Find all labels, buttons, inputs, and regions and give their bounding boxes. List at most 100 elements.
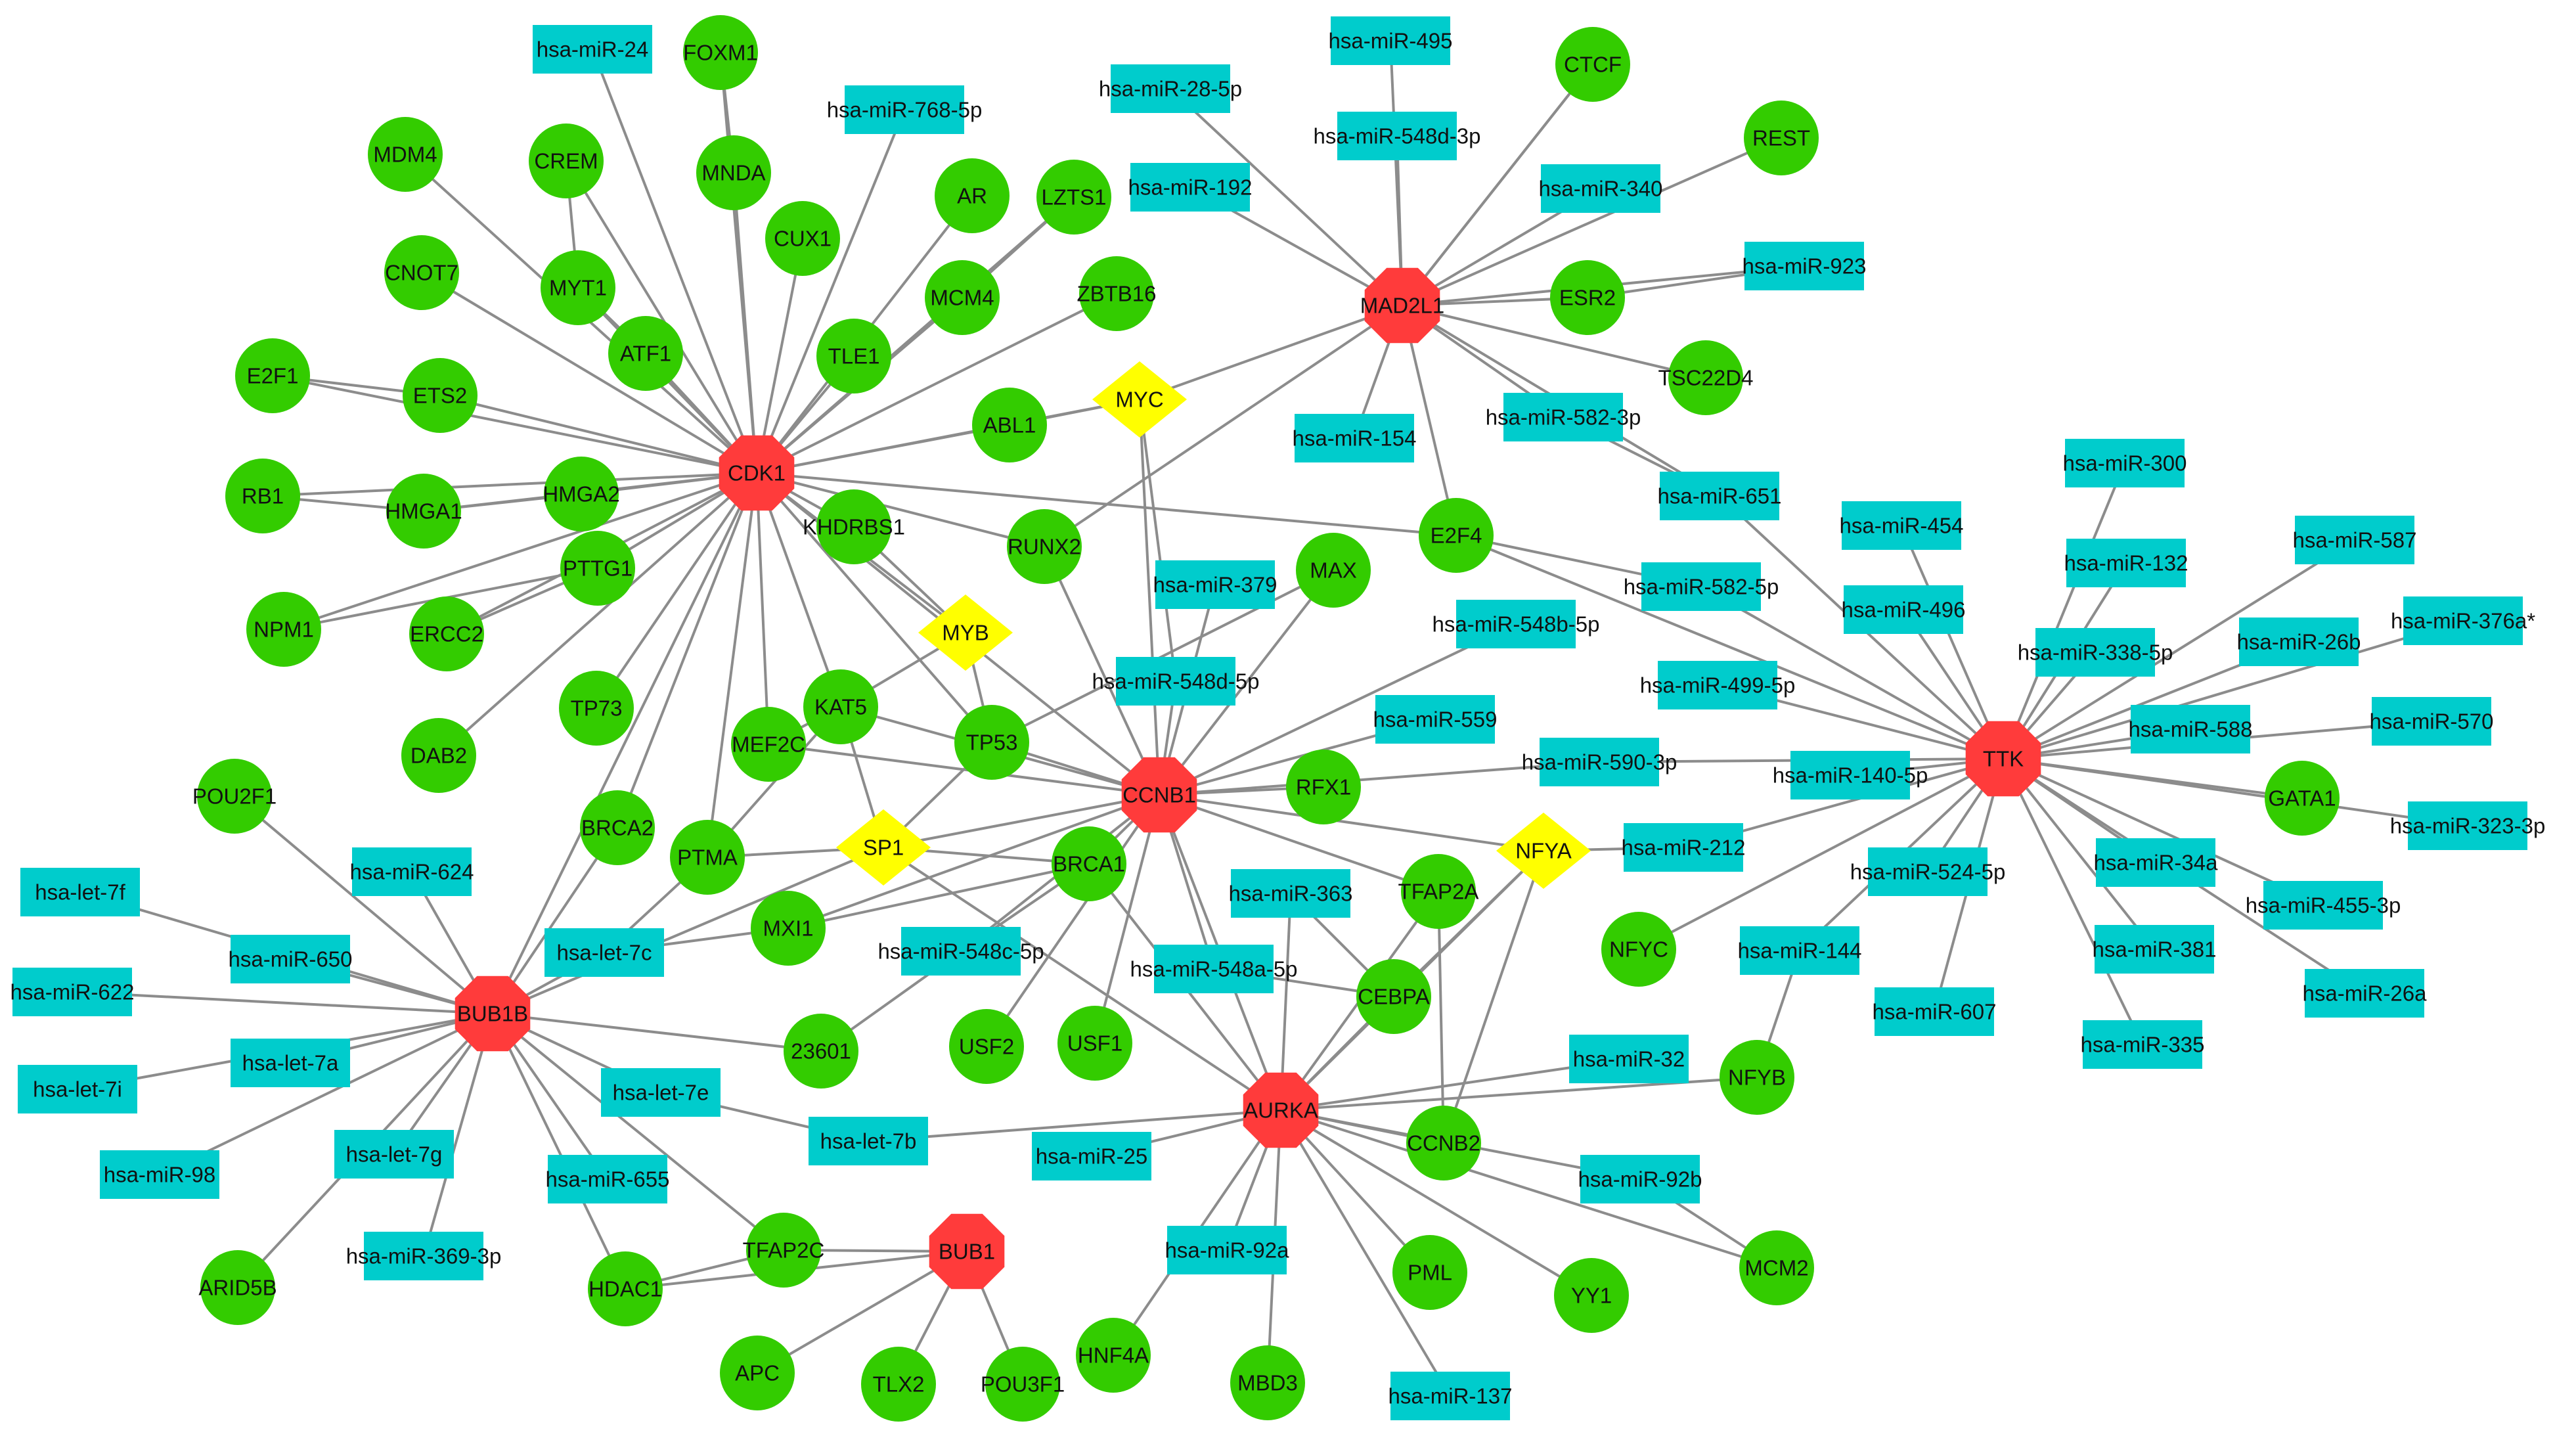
node-ccnb2[interactable]: CCNB2 — [1406, 1106, 1481, 1180]
node-hsa-mir-154[interactable]: hsa-miR-154 — [1293, 414, 1417, 462]
node-rfx1[interactable]: RFX1 — [1286, 750, 1361, 824]
node-hsa-mir-376a-star[interactable]: hsa-miR-376a* — [2391, 596, 2535, 645]
node-hsa-mir-587[interactable]: hsa-miR-587 — [2293, 516, 2417, 564]
node-hsa-mir-548a-5p[interactable]: hsa-miR-548a-5p — [1130, 945, 1298, 993]
node-hsa-let-7g[interactable]: hsa-let-7g — [334, 1130, 454, 1179]
node-hsa-mir-137[interactable]: hsa-miR-137 — [1388, 1372, 1513, 1420]
node-max[interactable]: MAX — [1296, 533, 1371, 608]
node-cebpa[interactable]: CEBPA — [1356, 959, 1431, 1034]
node-mxi1[interactable]: MXI1 — [751, 891, 826, 966]
node-ttk[interactable]: TTK — [1965, 721, 2041, 797]
node-hsa-let-7e[interactable]: hsa-let-7e — [601, 1068, 721, 1117]
node-ccnb1[interactable]: CCNB1 — [1121, 757, 1197, 833]
node-hsa-mir-335[interactable]: hsa-miR-335 — [2081, 1020, 2205, 1069]
node-hsa-mir-548d-3p[interactable]: hsa-miR-548d-3p — [1314, 112, 1481, 160]
node-pttg1[interactable]: PTTG1 — [560, 531, 635, 606]
node-sp1[interactable]: SP1 — [836, 809, 931, 886]
node-hsa-let-7a[interactable]: hsa-let-7a — [231, 1039, 350, 1087]
node-hsa-mir-140-5p[interactable]: hsa-miR-140-5p — [1773, 751, 1928, 799]
node-tp53[interactable]: TP53 — [954, 705, 1029, 780]
node-npm1[interactable]: NPM1 — [246, 592, 321, 667]
node-hsa-mir-496[interactable]: hsa-miR-496 — [1842, 585, 1966, 634]
node-tp73[interactable]: TP73 — [559, 671, 634, 746]
node-pou3f1[interactable]: POU3F1 — [981, 1347, 1065, 1422]
node-hsa-mir-590-3p[interactable]: hsa-miR-590-3p — [1522, 738, 1677, 786]
node-tlx2[interactable]: TLX2 — [861, 1347, 936, 1422]
node-usf1[interactable]: USF1 — [1057, 1006, 1132, 1081]
node-tle1[interactable]: TLE1 — [816, 319, 891, 393]
node-mcm4[interactable]: MCM4 — [925, 260, 1000, 335]
node-hsa-mir-98[interactable]: hsa-miR-98 — [100, 1150, 219, 1199]
node-crem[interactable]: CREM — [529, 124, 604, 198]
node-zbtb16[interactable]: ZBTB16 — [1077, 256, 1157, 331]
node-myb[interactable]: MYB — [918, 595, 1013, 671]
node-hsa-mir-24[interactable]: hsa-miR-24 — [533, 25, 652, 74]
node-hsa-let-7i[interactable]: hsa-let-7i — [18, 1065, 137, 1113]
node-hmga1[interactable]: HMGA1 — [385, 474, 462, 549]
node-usf2[interactable]: USF2 — [949, 1009, 1024, 1084]
node-hsa-mir-300[interactable]: hsa-miR-300 — [2063, 439, 2187, 487]
node-runx2[interactable]: RUNX2 — [1007, 509, 1082, 584]
node-mnda[interactable]: MNDA — [696, 135, 771, 210]
node-kat5[interactable]: KAT5 — [803, 669, 878, 744]
node-hsa-mir-588[interactable]: hsa-miR-588 — [2129, 705, 2253, 753]
node-hsa-mir-144[interactable]: hsa-miR-144 — [1738, 926, 1862, 975]
node-hsa-mir-582-3p[interactable]: hsa-miR-582-3p — [1486, 393, 1641, 441]
node-hsa-mir-495[interactable]: hsa-miR-495 — [1329, 16, 1453, 65]
node-hsa-mir-323-3p[interactable]: hsa-miR-323-3p — [2390, 801, 2546, 850]
node-hsa-let-7f[interactable]: hsa-let-7f — [20, 868, 140, 916]
node-foxm1[interactable]: FOXM1 — [683, 15, 758, 90]
node-nfyc[interactable]: NFYC — [1601, 912, 1676, 987]
node-myt1[interactable]: MYT1 — [541, 250, 615, 325]
node-khdrbs1[interactable]: KHDRBS1 — [803, 489, 905, 564]
node-e2f1[interactable]: E2F1 — [235, 338, 310, 413]
node-hsa-mir-192[interactable]: hsa-miR-192 — [1128, 163, 1253, 212]
node-cdk1[interactable]: CDK1 — [719, 435, 795, 511]
node-hsa-mir-92a[interactable]: hsa-miR-92a — [1165, 1226, 1290, 1274]
node-hsa-mir-454[interactable]: hsa-miR-454 — [1840, 501, 1964, 550]
node-hsa-mir-624[interactable]: hsa-miR-624 — [350, 847, 474, 896]
node-hsa-mir-768-5p[interactable]: hsa-miR-768-5p — [827, 85, 983, 134]
node-hsa-mir-381[interactable]: hsa-miR-381 — [2093, 925, 2217, 974]
node-mad2l1[interactable]: MAD2L1 — [1360, 267, 1444, 344]
node-hsa-mir-32[interactable]: hsa-miR-32 — [1569, 1035, 1689, 1083]
node-hsa-mir-340[interactable]: hsa-miR-340 — [1539, 164, 1663, 213]
node-hsa-mir-559[interactable]: hsa-miR-559 — [1373, 695, 1498, 744]
node-hsa-mir-92b[interactable]: hsa-miR-92b — [1578, 1155, 1702, 1203]
node-hsa-mir-548c-5p[interactable]: hsa-miR-548c-5p — [877, 927, 1044, 976]
node-ctcf[interactable]: CTCF — [1555, 27, 1630, 102]
node-hsa-mir-923[interactable]: hsa-miR-923 — [1743, 242, 1867, 290]
node-ptma[interactable]: PTMA — [670, 820, 745, 895]
node-hsa-mir-570[interactable]: hsa-miR-570 — [2370, 697, 2494, 746]
node-hsa-mir-25[interactable]: hsa-miR-25 — [1032, 1132, 1151, 1180]
node-ar[interactable]: AR — [935, 158, 1010, 233]
node-hsa-mir-26b[interactable]: hsa-miR-26b — [2237, 618, 2361, 666]
node-brca2[interactable]: BRCA2 — [580, 790, 655, 865]
node-hsa-mir-363[interactable]: hsa-miR-363 — [1229, 869, 1353, 918]
node-hsa-mir-655[interactable]: hsa-miR-655 — [546, 1155, 670, 1203]
node-bub1[interactable]: BUB1 — [929, 1213, 1005, 1290]
node-hsa-mir-548b-5p[interactable]: hsa-miR-548b-5p — [1432, 600, 1600, 648]
node-hsa-let-7b[interactable]: hsa-let-7b — [809, 1117, 928, 1165]
node-dab2[interactable]: DAB2 — [401, 718, 476, 793]
node-gata1[interactable]: GATA1 — [2265, 761, 2340, 836]
node-hsa-mir-212[interactable]: hsa-miR-212 — [1622, 823, 1746, 872]
node-hdac1[interactable]: HDAC1 — [588, 1251, 663, 1326]
node-cnot7[interactable]: CNOT7 — [384, 235, 459, 310]
node-hmga2[interactable]: HMGA2 — [543, 457, 620, 531]
node-rest[interactable]: REST — [1744, 101, 1819, 175]
node-hsa-mir-607[interactable]: hsa-miR-607 — [1873, 987, 1997, 1036]
node-mef2c[interactable]: MEF2C — [731, 707, 806, 782]
node-ets2[interactable]: ETS2 — [403, 358, 477, 433]
node-pml[interactable]: PML — [1392, 1235, 1467, 1310]
node-nfyb[interactable]: NFYB — [1720, 1040, 1794, 1115]
node-hsa-mir-379[interactable]: hsa-miR-379 — [1153, 560, 1277, 609]
node-abl1[interactable]: ABL1 — [972, 388, 1047, 462]
node-hsa-mir-548d-5p[interactable]: hsa-miR-548d-5p — [1092, 657, 1260, 706]
node-tfap2a[interactable]: TFAP2A — [1398, 854, 1479, 929]
node-mbd3[interactable]: MBD3 — [1230, 1345, 1305, 1420]
node-lzts1[interactable]: LZTS1 — [1036, 160, 1111, 235]
node-apc[interactable]: APC — [720, 1336, 795, 1410]
node-brca1[interactable]: BRCA1 — [1052, 826, 1126, 901]
node-hsa-mir-132[interactable]: hsa-miR-132 — [2064, 539, 2188, 587]
